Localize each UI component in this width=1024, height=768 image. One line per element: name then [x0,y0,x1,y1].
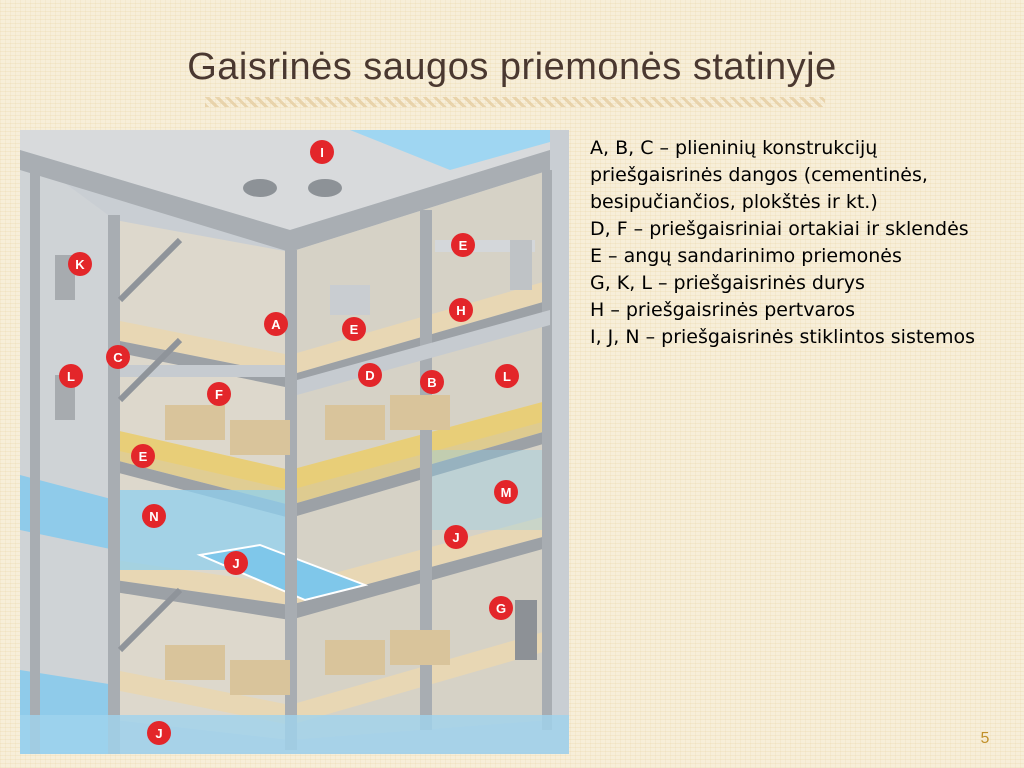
svg-text:K: K [75,257,85,272]
marker-A: A [264,312,288,336]
slide-title: Gaisrinės saugos priemonės statinyje [187,46,837,88]
svg-text:C: C [113,350,123,365]
svg-text:E: E [139,449,148,464]
marker-N: N [142,504,166,528]
svg-text:M: M [501,485,512,500]
marker-F: F [207,382,231,406]
svg-text:F: F [215,387,223,402]
svg-text:H: H [456,303,465,318]
legend-description: A, B, C – plieninių konstrukcijų priešga… [590,135,985,351]
svg-text:A: A [271,317,281,332]
svg-text:L: L [67,369,75,384]
legend-line-abc: A, B, C – plieninių konstrukcijų priešga… [590,137,928,213]
svg-text:L: L [503,369,511,384]
marker-E-top: E [451,233,475,257]
legend-line-ijn: I, J, N – priešgaisrinės stiklintos sist… [590,326,976,348]
title-ornament [205,97,825,107]
marker-H: H [449,298,473,322]
marker-D: D [358,363,382,387]
svg-text:J: J [232,556,239,571]
marker-E-low: E [131,444,155,468]
marker-B: B [420,370,444,394]
building-illustration: I K E H A E C L F D B L E M N J J G J [20,130,569,754]
legend-line-df: D, F – priešgaisriniai ortakiai ir sklen… [590,218,969,240]
svg-text:I: I [320,145,324,160]
marker-L-left: L [59,364,83,388]
svg-text:E: E [459,238,468,253]
marker-J-floor: J [224,551,248,575]
building-cutaway-drawing: I K E H A E C L F D B L E M N J J G J [20,130,569,754]
marker-L-right: L [495,364,519,388]
marker-E-mid: E [342,317,366,341]
marker-J-bottom: J [147,721,171,745]
svg-text:G: G [496,601,506,616]
svg-text:D: D [365,368,374,383]
svg-text:J: J [155,726,162,741]
marker-M: M [494,480,518,504]
legend-line-e: E – angų sandarinimo priemonės [590,245,902,267]
marker-K: K [68,252,92,276]
svg-text:E: E [350,322,359,337]
slide-number: 5 [980,730,990,747]
marker-C: C [106,345,130,369]
marker-J-right: J [444,525,468,549]
legend-line-h: H – priešgaisrinės pertvaros [590,299,856,321]
svg-text:N: N [149,509,158,524]
svg-text:B: B [427,375,436,390]
svg-text:J: J [452,530,459,545]
legend-line-gkl: G, K, L – priešgaisrinės durys [590,272,865,294]
marker-I: I [310,140,334,164]
marker-G: G [489,596,513,620]
